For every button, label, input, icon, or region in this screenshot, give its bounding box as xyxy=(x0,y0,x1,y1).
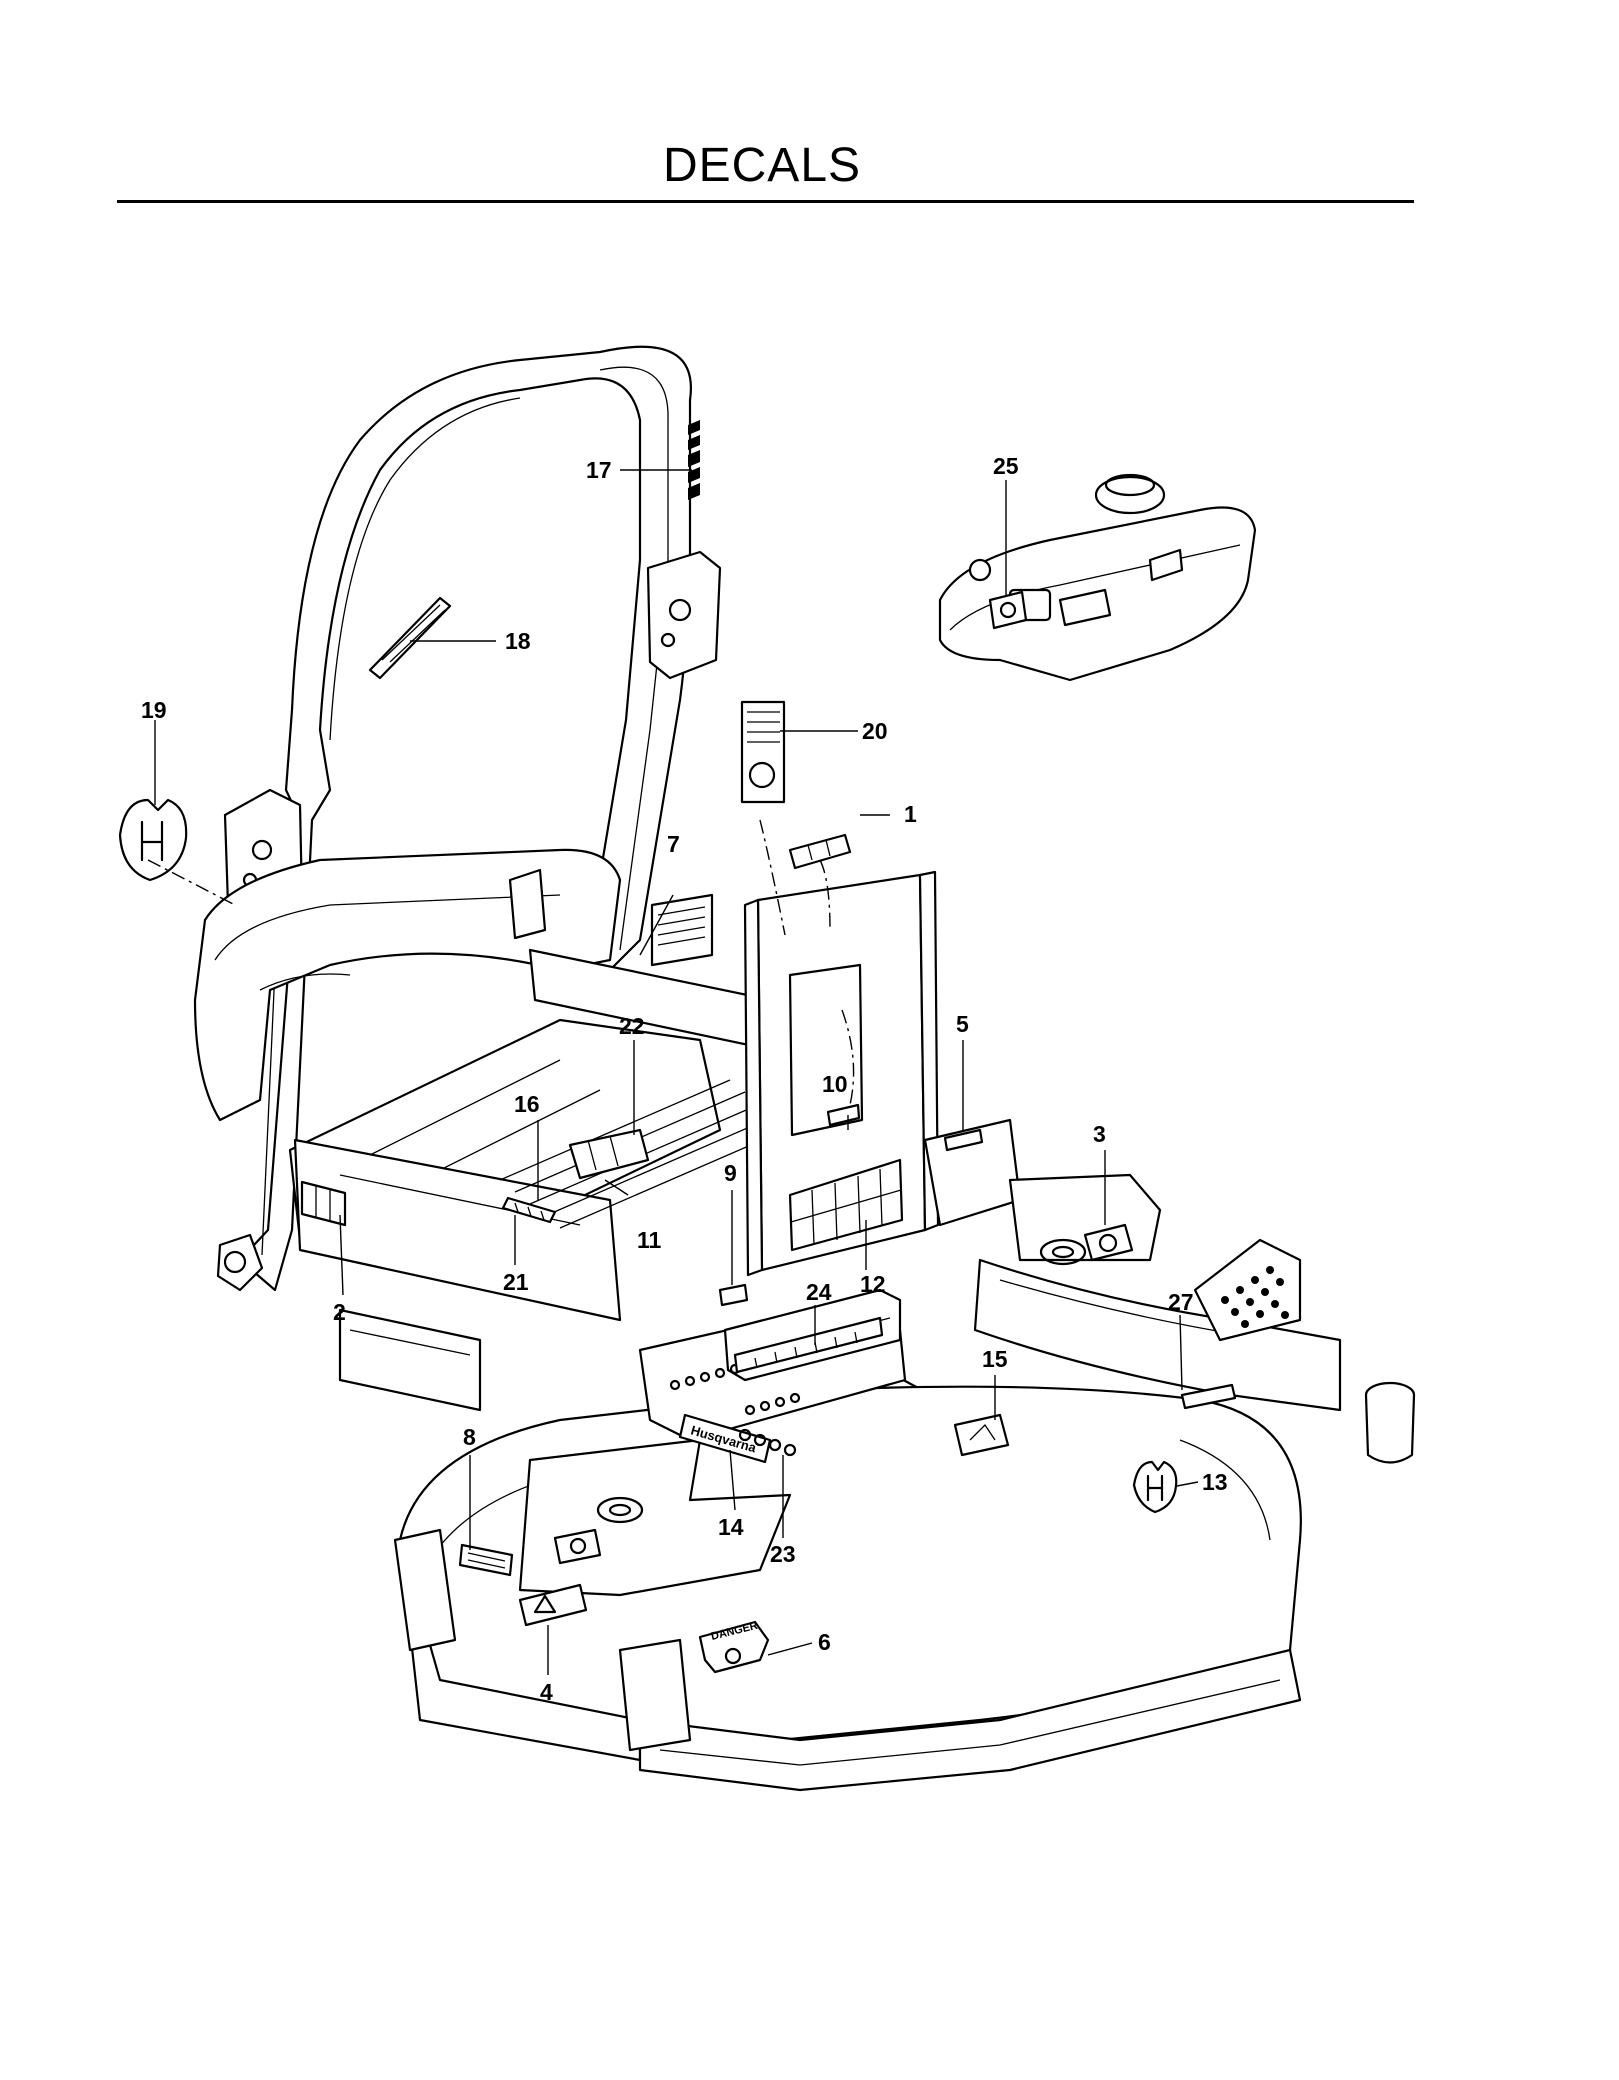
decal-23 xyxy=(738,1428,797,1457)
deck-plate-decal xyxy=(553,1528,602,1565)
callout-2: 2 xyxy=(333,1299,346,1325)
callout-3: 3 xyxy=(1093,1121,1106,1147)
callout-8: 8 xyxy=(463,1424,476,1450)
decal-27 xyxy=(1180,1383,1237,1410)
callout-9: 9 xyxy=(724,1160,737,1186)
callout-24: 24 xyxy=(806,1279,832,1305)
decal-10 xyxy=(826,1103,861,1127)
decal-4 xyxy=(518,1583,588,1627)
decal-25 xyxy=(988,590,1028,630)
callout-23: 23 xyxy=(770,1541,796,1567)
decal-1 xyxy=(788,833,852,870)
callout-4: 4 xyxy=(540,1679,553,1705)
callout-20: 20 xyxy=(862,718,888,744)
callout-6: 6 xyxy=(818,1629,831,1655)
callout-15: 15 xyxy=(982,1346,1008,1372)
decal-19-logo xyxy=(118,798,188,882)
callout-7: 7 xyxy=(667,831,680,857)
title-rule xyxy=(117,200,1414,203)
decal-18 xyxy=(368,596,452,680)
decal-13-logo xyxy=(1132,1460,1178,1514)
decal-12 xyxy=(788,1158,904,1252)
callout-labels: 1 2 3 4 5 6 7 8 9 10 11 12 13 14 15 16 1… xyxy=(141,453,1228,1705)
callout-21: 21 xyxy=(503,1269,529,1295)
callout-10: 10 xyxy=(822,1071,848,1097)
decal-5 xyxy=(943,1128,984,1152)
callout-11: 11 xyxy=(637,1227,662,1253)
seat-tank xyxy=(193,848,622,1122)
callout-18: 18 xyxy=(505,628,531,654)
decal-9 xyxy=(718,1283,749,1307)
rops-frame xyxy=(216,345,722,1292)
callout-12: 12 xyxy=(860,1271,886,1297)
decal-22 xyxy=(568,1128,650,1180)
decal-2 xyxy=(300,1180,347,1227)
decal-21 xyxy=(501,1196,557,1224)
decal-20 xyxy=(740,700,786,804)
callout-14: 14 xyxy=(718,1514,744,1540)
callout-22: 22 xyxy=(619,1013,645,1039)
decal-7 xyxy=(650,893,714,967)
engine-shroud xyxy=(938,473,1257,682)
decal-17 xyxy=(688,420,700,500)
leader-lines xyxy=(154,469,1199,1675)
decal-15 xyxy=(953,1413,1010,1457)
callout-1: 1 xyxy=(904,801,917,827)
callout-16: 16 xyxy=(514,1091,540,1117)
assembly-lines xyxy=(147,819,855,1106)
page-title: DECALS xyxy=(662,139,862,192)
callout-19: 19 xyxy=(141,697,167,723)
footrest-holes xyxy=(1221,1266,1289,1328)
callout-5: 5 xyxy=(956,1011,969,1037)
callout-17: 17 xyxy=(586,457,612,483)
callout-13: 13 xyxy=(1202,1469,1228,1495)
callout-25: 25 xyxy=(993,453,1019,479)
callout-27: 27 xyxy=(1168,1289,1194,1315)
decal-24 xyxy=(733,1316,884,1374)
decal-8 xyxy=(458,1543,514,1577)
decal-3 xyxy=(1083,1223,1134,1262)
